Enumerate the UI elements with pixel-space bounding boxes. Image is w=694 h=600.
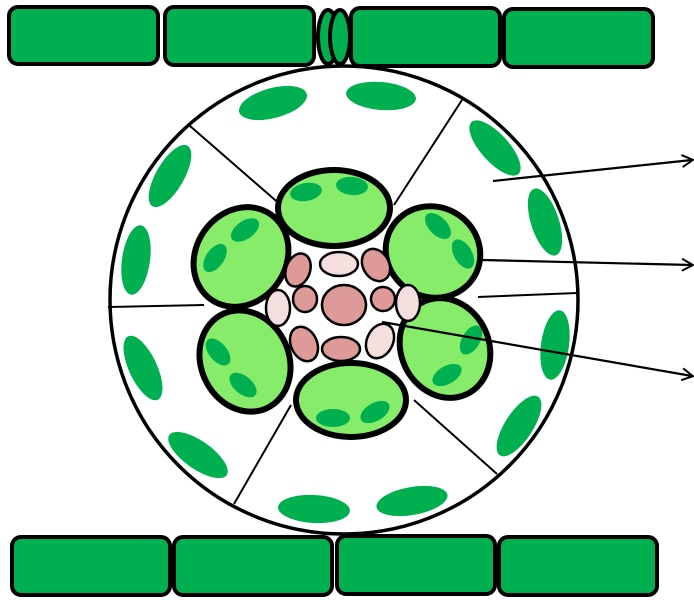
upper-epidermis-cell-4	[504, 9, 653, 67]
lower-epidermis-cell-3	[337, 536, 495, 594]
vascular-cell	[371, 287, 395, 311]
vascular-cell	[293, 286, 317, 312]
lower-epidermis-cell-4	[499, 537, 657, 595]
bundle-sheath-cell-top	[278, 170, 390, 246]
vascular-cell	[322, 337, 360, 361]
lower-epidermis-cell-1	[12, 537, 170, 595]
bundle-sheath-chloroplast	[316, 409, 350, 427]
vascular-cell	[266, 290, 290, 326]
vascular-cell	[320, 252, 358, 276]
lower-epidermis-cell-2	[174, 537, 332, 595]
guard-cell-right	[330, 10, 350, 64]
vascular-cell	[322, 285, 366, 325]
upper-epidermis-cell-3	[351, 8, 500, 66]
vascular-cell	[396, 285, 420, 321]
upper-epidermis-cell-2	[165, 7, 314, 65]
stoma	[318, 10, 350, 64]
bundle-sheath-cell-bottom	[296, 363, 406, 437]
upper-epidermis-cell-1	[9, 7, 158, 64]
lower-epidermis	[12, 536, 657, 595]
